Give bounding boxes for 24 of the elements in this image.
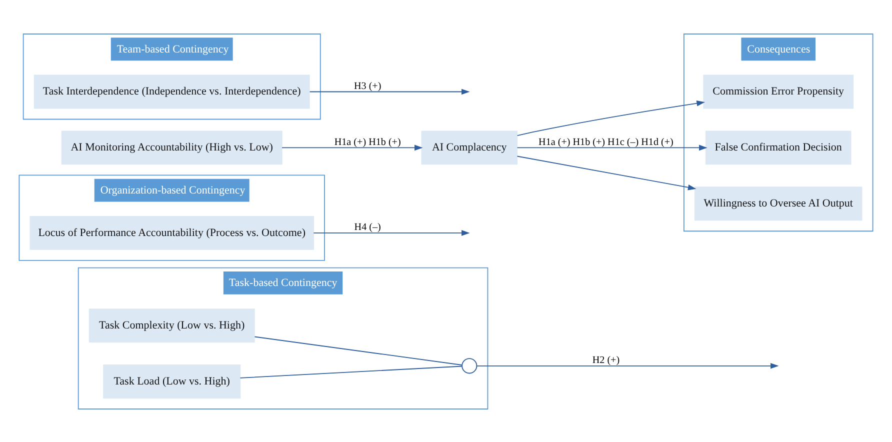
edge-label: H1a (+) H1b (+) H1c (–) H1d (+): [538, 136, 674, 148]
edge-label: H3 (+): [354, 80, 382, 92]
arrow: [516, 100, 705, 136]
node-box: AI Complacency: [421, 130, 518, 164]
arrow: [476, 362, 779, 368]
arrow: [516, 144, 708, 150]
node-box: Task Load (Low vs. High): [103, 364, 241, 398]
node-box: False Confirmation Decision: [705, 130, 852, 164]
arrow: [516, 155, 696, 190]
edge-label: H1a (+) H1b (+): [334, 136, 401, 148]
edge-label: H4 (–): [354, 222, 381, 233]
node-box: Task Interdependence (Independence vs. Interdependence): [34, 74, 310, 108]
node-box: Commission Error Propensity: [703, 74, 854, 108]
node-circle: [462, 358, 478, 374]
connector: [254, 336, 462, 365]
arrow: [313, 230, 470, 236]
node-box: Task Complexity (Low vs. High): [88, 308, 255, 342]
connector: [240, 365, 462, 378]
edge-label: H2 (+): [592, 354, 620, 366]
node-box: Willingness to Oversee AI Output: [694, 186, 862, 220]
arrow: [309, 88, 470, 94]
node-box: AI Monitoring Accountability (High vs. Low): [61, 130, 282, 164]
node-box: Locus of Performance Accountability (Process vs. Outcome): [30, 216, 314, 250]
arrow: [282, 144, 423, 150]
